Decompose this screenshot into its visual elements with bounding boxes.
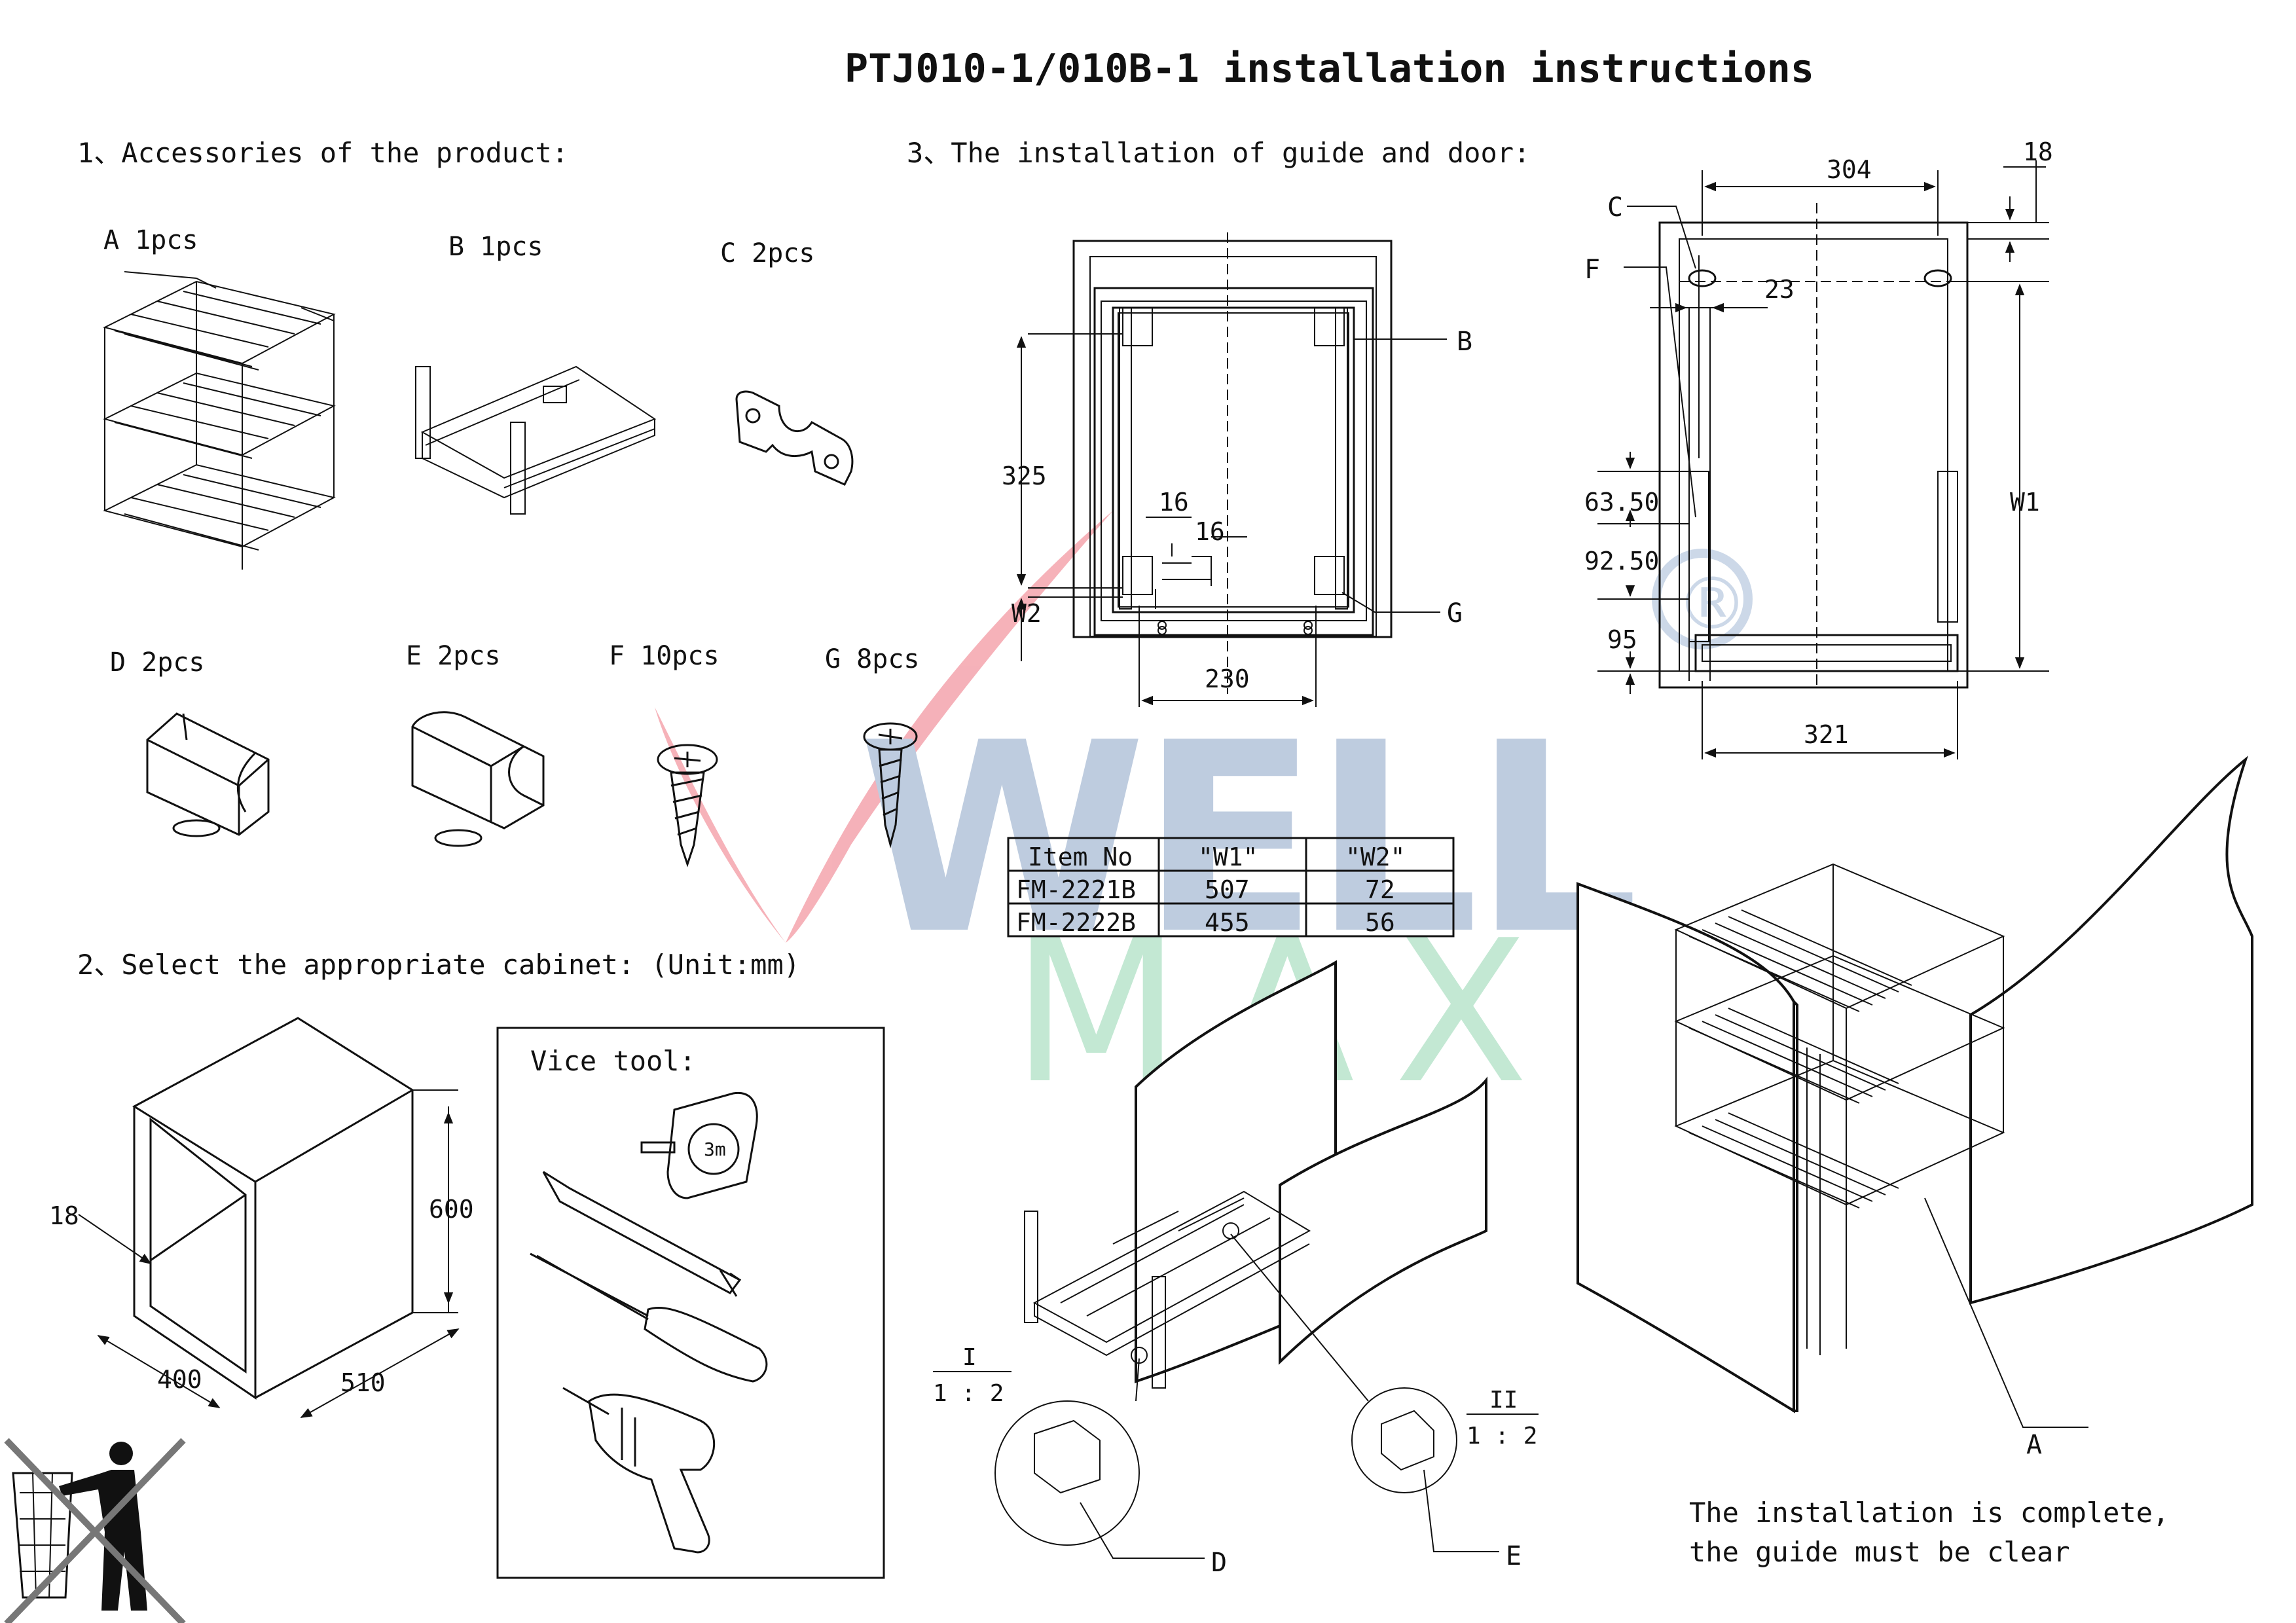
table-header-item: Item No: [1028, 843, 1133, 871]
detail-callout-e: E: [1506, 1541, 1522, 1571]
side-view: 304 18 23 63.50 92.50 95 W1 321 C F: [1584, 137, 2053, 759]
part-c: C 2pcs: [720, 238, 854, 486]
side-h1-dim: 63.50: [1584, 488, 1659, 517]
watermark-check: [655, 511, 1113, 943]
side-edge-dim: 18: [2023, 137, 2053, 166]
watermark-well: WELL: [858, 687, 1636, 992]
table-header-w1: "W1": [1198, 843, 1258, 871]
table-row-0-w2: 72: [1365, 875, 1395, 904]
detail-ii-scale: 1 : 2: [1467, 1423, 1537, 1450]
table-row-0-item: FM-2221B: [1016, 875, 1136, 904]
part-d: D 2pcs: [110, 647, 270, 837]
front-view: 325 16 16 W2 230 B G: [1002, 232, 1472, 707]
part-g-label: G 8pcs: [825, 644, 920, 674]
detail-ii-label: II: [1489, 1387, 1518, 1413]
side-callout-c: C: [1607, 192, 1623, 223]
drawer-assembly-view: I 1 : 2 II 1 : 2 D E: [933, 960, 1539, 1578]
part-f: F 10pcs: [609, 641, 720, 867]
no-trash-icon: [4, 1438, 186, 1623]
part-b: B 1pcs: [415, 232, 657, 515]
part-d-label: D 2pcs: [110, 647, 205, 678]
tape-brand: 3m: [704, 1139, 726, 1160]
front-callout-b: B: [1457, 327, 1472, 357]
side-h3-dim: 95: [1607, 625, 1637, 654]
front-height-dim: 325: [1002, 462, 1047, 490]
table-row-1-w1: 455: [1205, 908, 1250, 937]
side-bottom-dim: 321: [1804, 720, 1849, 749]
pencil-icon: [542, 1171, 742, 1297]
part-a: A 1pcs: [103, 225, 336, 570]
assembled-callout-a: A: [2026, 1430, 2042, 1460]
section-cabinet-heading: 2、Select the appropriate cabinet: (Unit:…: [77, 949, 800, 981]
tape-measure-icon: [640, 1091, 758, 1199]
cabinet-drawing: 18 600 400 510: [49, 1017, 474, 1418]
cabinet-depth-dim: 510: [340, 1368, 386, 1397]
part-g: G 8pcs: [825, 644, 920, 848]
front-callout-g: G: [1447, 598, 1463, 629]
part-f-label: F 10pcs: [609, 641, 720, 671]
side-h2-dim: 92.50: [1584, 547, 1659, 575]
tools-box: Vice tool: 3m: [496, 1027, 885, 1579]
front-gap-b-dim: 16: [1195, 517, 1225, 546]
detail-i-label: I: [962, 1344, 977, 1371]
completion-note-line-2: the guide must be clear: [1689, 1536, 2070, 1568]
detail-callout-d: D: [1211, 1548, 1227, 1578]
front-width-dim: 230: [1205, 665, 1250, 693]
completion-note-line-1: The installation is complete,: [1689, 1497, 2169, 1529]
drill-icon: [562, 1387, 716, 1554]
side-top-dim: 304: [1827, 155, 1872, 184]
table-row-0-w1: 507: [1205, 875, 1250, 904]
part-b-label: B 1pcs: [448, 232, 543, 262]
tools-title: Vice tool:: [530, 1045, 696, 1077]
dimension-table: Item No "W1" "W2" FM-2221B 507 72 FM-222…: [1007, 837, 1455, 938]
section-guide-heading: 3、The installation of guide and door:: [907, 137, 1530, 169]
section-accessories-heading: 1、Accessories of the product:: [77, 137, 568, 169]
side-offset-dim: 23: [1764, 275, 1795, 304]
side-callout-f: F: [1584, 255, 1600, 285]
watermark-registered: ®: [1676, 562, 1748, 646]
cabinet-thickness-dim: 18: [49, 1201, 79, 1230]
detail-i-scale: 1 : 2: [933, 1380, 1004, 1407]
part-e: E 2pcs: [406, 641, 545, 847]
page-title: PTJ010-1/010B-1 installation instruction…: [845, 46, 1814, 92]
table-row-1-item: FM-2222B: [1016, 908, 1136, 937]
assembled-view: A: [1576, 756, 2253, 1460]
part-c-label: C 2pcs: [720, 238, 815, 268]
front-w2-dim: W2: [1011, 599, 1042, 628]
front-gap-a-dim: 16: [1159, 488, 1189, 517]
screwdriver-icon: [530, 1252, 768, 1383]
side-w1-dim: W1: [2010, 488, 2040, 517]
cabinet-width-dim: 400: [157, 1365, 202, 1394]
table-header-w2: "W2": [1345, 843, 1406, 871]
part-a-label: A 1pcs: [103, 225, 198, 255]
cabinet-height-dim: 600: [429, 1195, 474, 1224]
part-e-label: E 2pcs: [406, 641, 501, 671]
table-row-1-w2: 56: [1365, 908, 1395, 937]
